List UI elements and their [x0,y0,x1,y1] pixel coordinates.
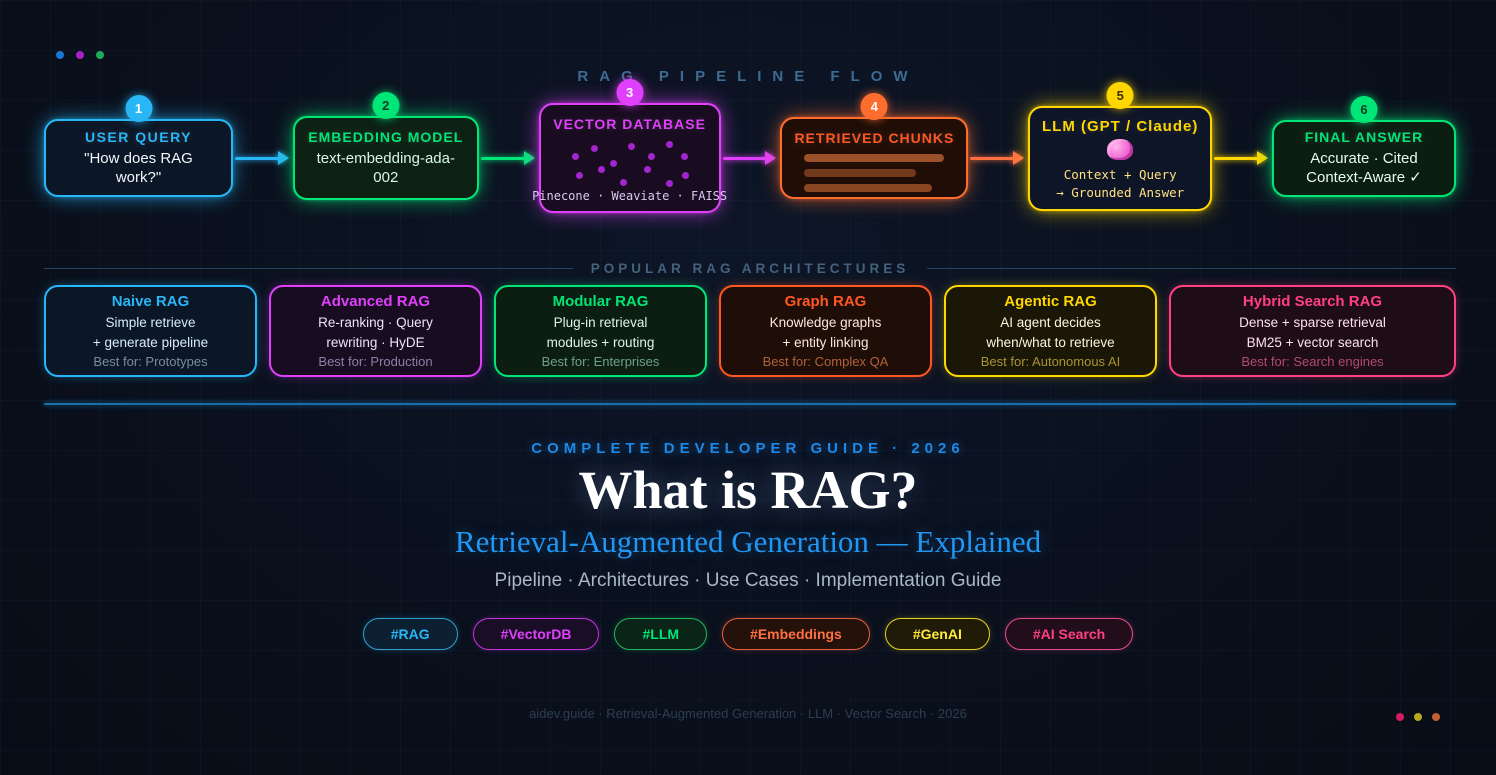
flow-arrow [480,156,533,160]
flow-arrow [722,156,775,160]
card-line: when/what to retrieve [986,335,1115,350]
pipeline-step-final-answer: 6 FINAL ANSWER Accurate · Cited Context-… [1271,95,1456,197]
header-rule-right [927,268,1457,269]
architecture-cards: Naive RAG Simple retrieve + generate pip… [44,285,1456,377]
card-title: Advanced RAG [320,293,431,311]
step-number-badge: 2 [372,92,400,119]
flow-arrow [1214,156,1266,160]
pipeline-step-retrieved-chunks: 4 RETRIEVED CHUNKS [780,93,969,199]
card-modular-rag: Modular RAG Plug-in retrieval modules + … [494,285,707,377]
card-graph-rag: Graph RAG Knowledge graphs + entity link… [719,285,932,377]
card-line: Knowledge graphs [769,315,882,331]
card-title: Modular RAG [552,293,649,311]
card-line: Re-ranking · Query [318,315,433,331]
step-number-badge: 5 [1106,81,1134,109]
brain-icon [1107,138,1134,160]
step-number-badge: 6 [1350,95,1378,123]
vector-dots-graphic [541,135,719,189]
step-title: VECTOR DATABASE [553,116,706,132]
header-rule-left [44,268,573,269]
card-title: Naive RAG [111,293,190,311]
answer-context-line: Context-Aware ✓ [1306,169,1422,186]
page-tagline: Pipeline · Architectures · Use Cases · I… [494,570,1002,591]
pipeline-flow: 1 USER QUERY "How does RAG work?" 2 EMBE… [44,79,1456,223]
llm-context-line: Context + Query [1063,166,1177,182]
card-naive-rag: Naive RAG Simple retrieve + generate pip… [44,285,257,377]
card-best-for: Best for: Complex QA [762,353,889,369]
decor-dot-yellow [1414,713,1422,721]
pipeline-step-user-query: 1 USER QUERY "How does RAG work?" [44,95,233,197]
card-line: Plug-in retrieval [553,315,648,331]
tag-llm[interactable]: #LLM [614,618,708,650]
step-number-badge: 1 [125,95,152,122]
step-title: EMBEDDING MODEL [308,128,464,145]
card-line: rewriting · HyDE [326,335,425,350]
pipeline-step-llm: 5 LLM (GPT / Claude) Context + Query → G… [1028,81,1213,211]
step-title: FINAL ANSWER [1304,128,1424,145]
card-line: + entity linking [782,335,869,350]
architectures-section-title: POPULAR RAG ARCHITECTURES [590,261,910,276]
decor-dot-green [96,51,104,59]
tag-ai-search[interactable]: #AI Search [1004,618,1134,650]
tag-rag[interactable]: #RAG [362,618,458,650]
page-title: What is RAG? [578,460,918,520]
card-line: + generate pipeline [92,335,209,350]
pipeline-section-title: RAG PIPELINE FLOW [577,68,919,85]
card-title: Graph RAG [784,293,867,311]
step-number-badge: 3 [616,79,644,106]
pipeline-step-embedding-model: 2 EMBEDDING MODEL text-embedding-ada-002 [292,92,479,200]
llm-answer-line: → Grounded Answer [1056,185,1185,201]
card-best-for: Best for: Autonomous AI [980,353,1121,369]
card-line: modules + routing [546,335,655,350]
card-best-for: Best for: Production [318,353,433,369]
step-number-badge: 4 [860,93,888,120]
tag-vectordb[interactable]: #VectorDB [472,618,600,650]
pipeline-step-vector-database: 3 VECTOR DATABASE Pinecone · Weaviate · … [532,79,727,213]
step-title: USER QUERY [84,128,193,145]
step-title: RETRIEVED CHUNKS [794,130,955,146]
decor-dot-pink [1396,713,1404,721]
page-subtitle: Retrieval-Augmented Generation — Explain… [454,524,1042,559]
flow-arrow [970,156,1023,160]
chunk-bars-graphic [782,154,966,199]
step-body: text-embedding-ada-002 [316,149,455,186]
card-best-for: Best for: Prototypes [93,353,208,369]
card-line: Dense + sparse retrieval [1239,315,1386,331]
decor-dot-orange [1432,713,1440,721]
card-line: Simple retrieve [105,315,196,331]
section-divider [44,403,1456,405]
vector-db-products: Pinecone · Weaviate · FAISS [532,189,728,203]
card-best-for: Best for: Search engines [1241,353,1384,369]
card-hybrid-search-rag: Hybrid Search RAG Dense + sparse retriev… [1169,285,1456,377]
step-title: LLM (GPT / Claude) [1042,117,1199,135]
architectures-section-header: POPULAR RAG ARCHITECTURES [44,261,1457,276]
card-line: BM25 + vector search [1246,335,1379,350]
card-advanced-rag: Advanced RAG Re-ranking · Query rewritin… [269,285,482,377]
tag-genai[interactable]: #GenAI [884,618,990,650]
step-body: "How does RAG work?" [84,149,193,186]
card-title: Agentic RAG [1004,293,1097,311]
card-title: Hybrid Search RAG [1242,293,1383,311]
kicker-text: COMPLETE DEVELOPER GUIDE · 2026 [531,440,965,457]
answer-quality-line: Accurate · Cited [1310,149,1418,167]
footer-credits: aidev.guide · Retrieval-Augmented Genera… [529,706,967,721]
hashtag-row: #RAG #VectorDB #LLM #Embeddings #GenAI #… [0,618,1496,650]
tag-embeddings[interactable]: #Embeddings [722,618,870,650]
decor-dot-blue [56,51,64,59]
flow-arrow [235,156,287,160]
card-best-for: Best for: Enterprises [541,353,660,369]
decor-dot-purple [76,51,84,59]
card-line: AI agent decides [1000,315,1101,331]
card-agentic-rag: Agentic RAG AI agent decides when/what t… [944,285,1157,377]
